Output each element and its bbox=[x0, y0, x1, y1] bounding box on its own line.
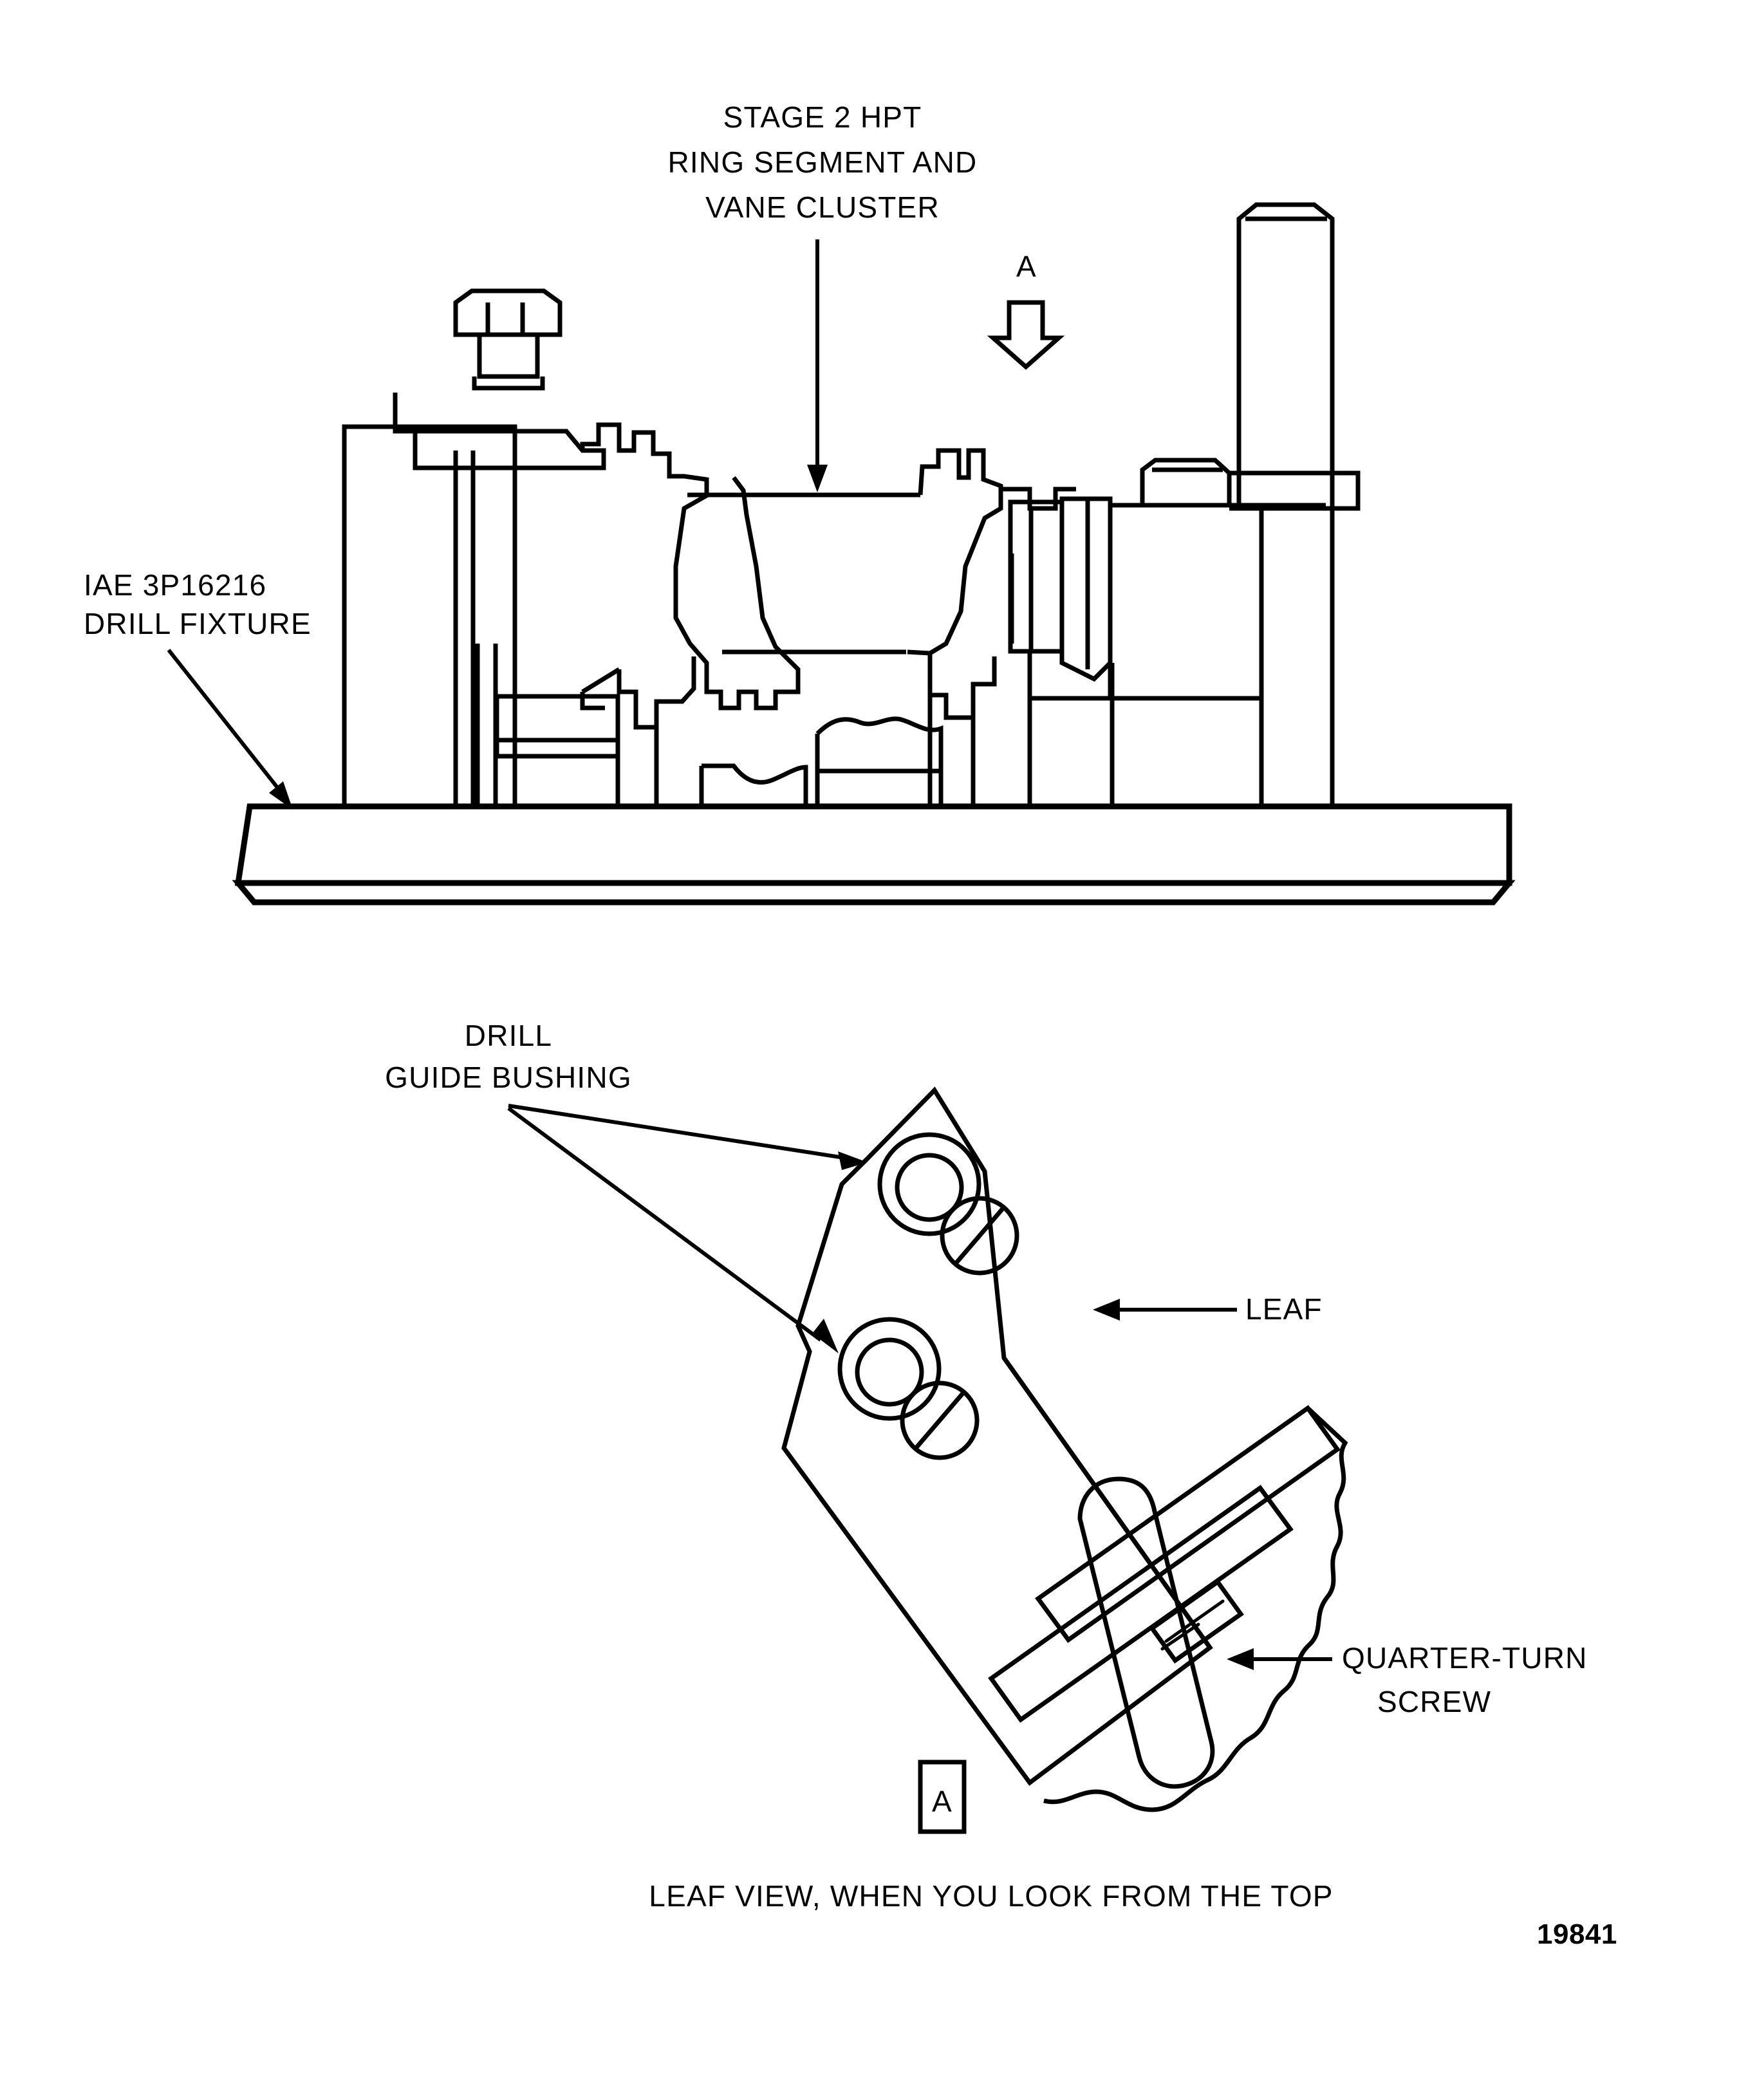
ring-segment-hook-edge bbox=[581, 667, 620, 694]
leaf-label: LEAF bbox=[1245, 1292, 1323, 1326]
screw-leader-arrowhead bbox=[1227, 1648, 1254, 1670]
retaining-screw-upper bbox=[940, 1196, 1019, 1276]
fixture-label-leader-arrowhead bbox=[269, 781, 293, 810]
broken-section-detail bbox=[815, 716, 944, 806]
screw-label-line-2: SCREW bbox=[1377, 1685, 1491, 1718]
knob-washer bbox=[472, 376, 545, 391]
clamp-column-block bbox=[342, 424, 517, 809]
cross-bar-upper bbox=[1035, 1405, 1341, 1643]
bushing-holder-block bbox=[1008, 499, 1064, 654]
fixture-label-leader-line bbox=[167, 649, 285, 796]
bushing-leader-line-lower bbox=[507, 1106, 822, 1342]
upper-title-block: STAGE 2 HPT RING SEGMENT AND VANE CLUSTE… bbox=[668, 100, 978, 492]
ring-segment-profile-left bbox=[580, 422, 801, 711]
bushing-label-block: DRILL GUIDE BUSHING bbox=[385, 1019, 868, 1353]
fixture-label-line-1: IAE 3P16216 bbox=[84, 568, 266, 602]
bushing-inner-hole-lower bbox=[855, 1337, 924, 1407]
leaf-body-outline bbox=[781, 1086, 1213, 1786]
screw-head-slot-2 bbox=[1160, 1622, 1200, 1651]
bushing-outer-ring-lower bbox=[837, 1317, 942, 1421]
view-marker-a-box: A bbox=[918, 1760, 967, 1834]
upper-title-line-2: RING SEGMENT AND bbox=[668, 145, 978, 179]
upper-title-line-3: VANE CLUSTER bbox=[705, 190, 940, 224]
view-marker-box-outline bbox=[918, 1760, 967, 1834]
clamp-knob-assembly bbox=[453, 288, 562, 391]
vane-cluster-foot bbox=[927, 653, 997, 720]
screw-slot-upper bbox=[954, 1207, 1005, 1265]
leaf-right-edge-lower bbox=[1002, 1356, 1212, 1649]
retaining-screw-lower bbox=[900, 1380, 980, 1460]
fixture-label-block: IAE 3P16216 DRILL FIXTURE bbox=[84, 568, 311, 810]
screw-head-slot bbox=[1164, 1599, 1225, 1643]
knob-shank bbox=[477, 335, 540, 379]
leaf-assembly bbox=[781, 1086, 1348, 1812]
upper-title-leader-arrowhead bbox=[807, 465, 828, 492]
screw-shank-outline bbox=[1077, 1476, 1215, 1789]
bushing-leader-arrowhead-lower bbox=[812, 1319, 839, 1353]
ledge-small-block bbox=[1140, 458, 1232, 508]
figure-number: 19841 bbox=[1537, 1919, 1617, 1950]
support-ledge-left bbox=[1108, 508, 1261, 701]
vane-cluster-flange bbox=[907, 448, 1003, 656]
view-arrow-letter: A bbox=[1016, 250, 1037, 283]
upright-post bbox=[1236, 202, 1335, 511]
drill-guide-bushing-upper bbox=[877, 1132, 981, 1236]
screw-head-circle-upper bbox=[940, 1196, 1019, 1276]
bushing-label-line-1: DRILL bbox=[465, 1019, 552, 1052]
drill-guide-bushing-lower bbox=[837, 1317, 942, 1421]
ring-segment-hook bbox=[617, 656, 696, 730]
fixture-label-line-2: DRILL FIXTURE bbox=[84, 607, 311, 640]
quarter-turn-screw bbox=[1077, 1476, 1244, 1789]
screw-label-block: QUARTER-TURN SCREW bbox=[1227, 1641, 1588, 1718]
vane-cluster-serration bbox=[1001, 487, 1076, 511]
upper-assembly-drawing bbox=[232, 202, 1516, 906]
screw-head-rect bbox=[1149, 1579, 1244, 1664]
broken-edge-profile bbox=[1043, 1406, 1348, 1812]
bushing-label-line-2: GUIDE BUSHING bbox=[385, 1061, 632, 1094]
view-arrow-a-group: A bbox=[987, 250, 1065, 370]
screw-slot-lower bbox=[915, 1391, 965, 1449]
cross-bar-strap bbox=[988, 1405, 1341, 1723]
knob-hex-head bbox=[453, 288, 562, 337]
cross-bar-lower bbox=[988, 1485, 1294, 1723]
figure-caption: LEAF VIEW, WHEN YOU LOOK FROM THE TOP bbox=[649, 1879, 1333, 1913]
center-cut-detail bbox=[699, 763, 808, 806]
clamp-top-plate bbox=[393, 393, 606, 470]
bushing-leader-arrowhead-upper bbox=[838, 1151, 868, 1170]
screw-head-circle-lower bbox=[900, 1380, 980, 1460]
bushing-inner-hole-upper bbox=[895, 1153, 964, 1222]
screw-label-line-1: QUARTER-TURN bbox=[1342, 1641, 1588, 1675]
leaf-label-block: LEAF bbox=[1093, 1292, 1323, 1326]
upper-title-line-1: STAGE 2 HPT bbox=[723, 100, 922, 134]
bushing-outer-ring-upper bbox=[877, 1132, 981, 1236]
view-marker-letter: A bbox=[932, 1785, 953, 1818]
leaf-leader-arrowhead bbox=[1093, 1299, 1120, 1321]
fixture-base-plate bbox=[232, 803, 1516, 906]
view-direction-arrow-icon bbox=[987, 300, 1065, 370]
bushing-leader-line-upper bbox=[508, 1104, 849, 1160]
ring-segment-hook-foot bbox=[580, 692, 605, 711]
drill-guide-barrel bbox=[1027, 496, 1115, 701]
